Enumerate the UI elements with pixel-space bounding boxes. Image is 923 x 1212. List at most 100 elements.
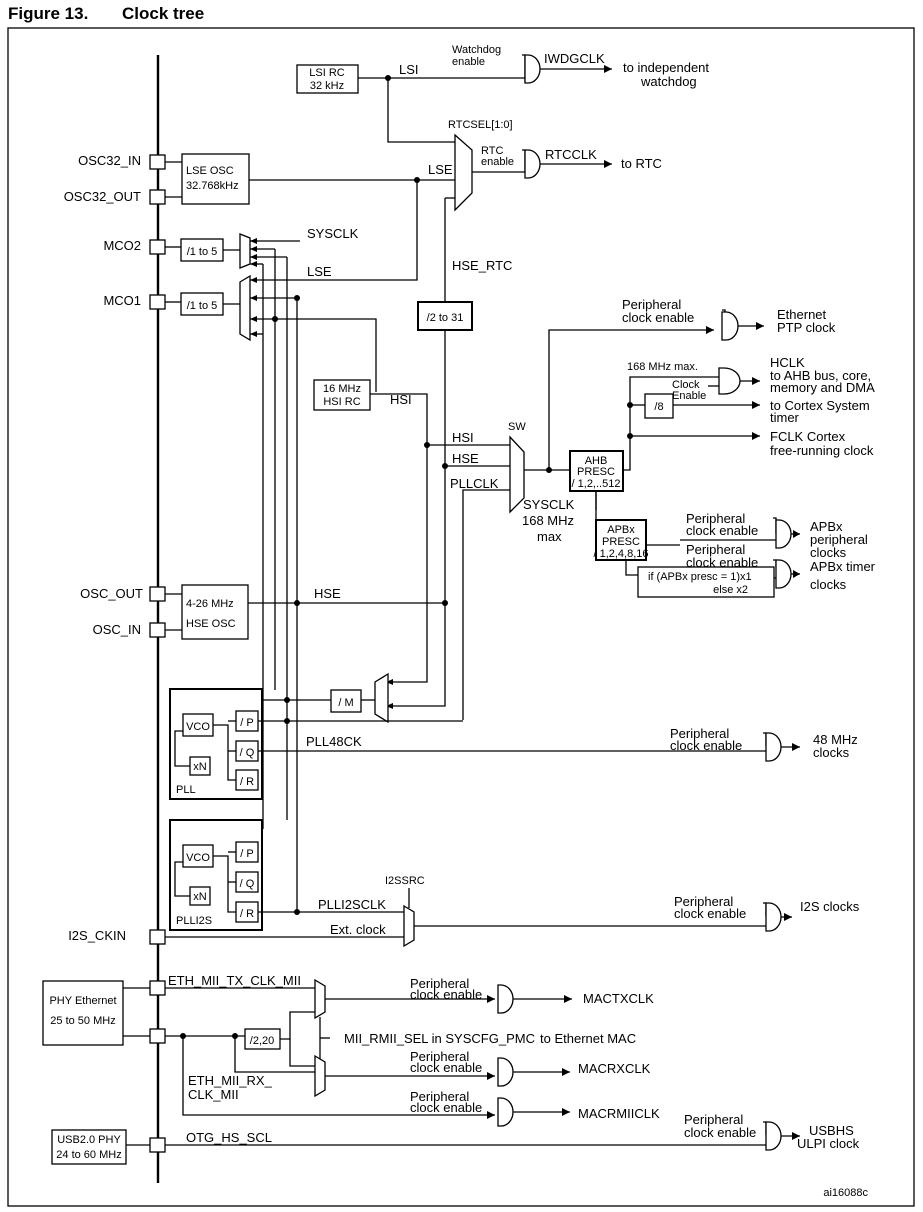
apbx-timer-destination: clocks [810, 577, 847, 592]
mco2-mux [239, 233, 251, 269]
apb-timer-enable-label: clock enable [686, 555, 758, 570]
divider-label: /2 to 31 [427, 312, 464, 324]
divider-label: / Q [240, 878, 255, 890]
signal-hse-sw: HSE [452, 451, 479, 466]
clock-enable-label: Enable [672, 390, 706, 402]
pin-label: I2S_CKIN [68, 928, 126, 943]
prescaler-label: /1 to 5 [187, 246, 218, 258]
usb-phy-freq: 24 to 60 MHz [56, 1149, 121, 1161]
ptp-destination: Ethernet [777, 307, 827, 322]
divider-label: /2,20 [250, 1035, 274, 1047]
ahb-label: / 1,2,..512 [572, 478, 621, 490]
iwdg-and-gate [524, 54, 541, 84]
watchdog-enable-label: enable [452, 56, 485, 68]
hclk-and-gate [718, 367, 741, 395]
apbx-peripheral-destination: clocks [810, 545, 847, 560]
pin-osc32-in: OSC32_IN [78, 153, 166, 170]
mco1-prescaler: /1 to 5 [180, 292, 224, 316]
ahb-label: AHB [585, 455, 608, 467]
usbhs-enable-label: Peripheral [684, 1112, 743, 1127]
hse-osc-block: 4-26 MHz HSE OSC [181, 584, 249, 640]
signal-sysclk: SYSCLK [307, 226, 359, 241]
rtc-enable-label: RTC [481, 145, 503, 157]
hsi-rc-name: HSI RC [323, 396, 360, 408]
mco2-prescaler: /1 to 5 [180, 238, 224, 262]
lsi-rc-name: LSI RC [309, 67, 345, 79]
pin-label: OSC32_OUT [64, 189, 141, 204]
rtcsel-label: RTCSEL[1:0] [448, 119, 513, 131]
main-pll-block: PLL VCO xN / P / Q / R [169, 688, 263, 800]
signal-hsi: HSI [390, 392, 412, 407]
macrx-enable-label: clock enable [410, 1060, 482, 1075]
i2ssrc-label: I2SSRC [385, 875, 425, 887]
ethernet-mac-destination: to Ethernet MAC [540, 1031, 636, 1046]
sw-label: SW [508, 421, 526, 433]
figure-code: ai16088c [823, 1187, 868, 1199]
apb-enable-label: clock enable [686, 523, 758, 538]
usb48-enable-label: Peripheral [670, 726, 729, 741]
pll-m-divider: / M [330, 689, 362, 713]
mii-divider: /2,20 [244, 1028, 281, 1050]
clk48-destination: clocks [813, 745, 850, 760]
mco1-mux [239, 274, 251, 342]
apbx-peripheral-destination: APBx [810, 519, 843, 534]
divider-label: / P [240, 717, 253, 729]
mactx-and-gate [497, 984, 514, 1014]
vco-label: VCO [186, 852, 210, 864]
systick-divider: /8 [644, 393, 674, 419]
macrmiiclk-destination: MACRMIICLK [578, 1106, 660, 1121]
ptp-enable-label: clock enable [622, 310, 694, 325]
apbx-timer-multiplier: if (APBx presc = 1)x1 else x2 [637, 566, 775, 598]
plli2s-label: PLLI2S [176, 915, 212, 927]
systick-destination: timer [770, 410, 800, 425]
pin-mco2: MCO2 [103, 238, 166, 255]
signal-eth-rx: ETH_MII_RX_ [188, 1073, 273, 1088]
iwdg-destination: watchdog [640, 74, 697, 89]
usbhs-and-gate [765, 1121, 782, 1151]
pll-label: PLL [176, 784, 196, 796]
pin-label: OSC_IN [93, 622, 141, 637]
eth-tx-mux [314, 978, 326, 1020]
hclk-destination: memory and DMA [770, 380, 875, 395]
apbx-label: PRESC [602, 536, 640, 548]
macrxclk-destination: MACRXCLK [578, 1061, 651, 1076]
signal-hse: HSE [314, 586, 341, 601]
figure-title: Clock tree [122, 4, 204, 23]
apb-timer-enable-label: Peripheral [686, 542, 745, 557]
signal-lse-mco1: LSE [307, 264, 332, 279]
usbhs-destination: USBHS [809, 1123, 854, 1138]
phy-ethernet-freq: 25 to 50 MHz [50, 1015, 115, 1027]
divider-label: / R [240, 908, 254, 920]
pin-label: OSC32_IN [78, 153, 141, 168]
signal-otg-hs-scl: OTG_HS_SCL [186, 1130, 272, 1145]
i2s-enable-label: clock enable [674, 906, 746, 921]
usb-phy-block: USB2.0 PHY 24 to 60 MHz [51, 1129, 127, 1165]
macrx-and-gate [497, 1057, 514, 1087]
signal-lsi: LSI [399, 62, 419, 77]
signal-hsi-sw: HSI [452, 430, 474, 445]
hse-osc-freq: 4-26 MHz [186, 598, 234, 610]
pin-eth-tx [149, 980, 166, 996]
system-clock-switch [509, 435, 525, 514]
hse-osc-name: HSE OSC [186, 618, 236, 630]
divider-label: / P [240, 848, 253, 860]
pin-osc-out: OSC_OUT [80, 586, 166, 602]
timer-multiplier-label: else x2 [713, 584, 748, 596]
apbx-peripheral-destination: peripheral [810, 532, 868, 547]
hclk-max-label: 168 MHz max. [627, 361, 698, 373]
fclk-destination: FCLK Cortex [770, 429, 846, 444]
rtc-enable-label: enable [481, 156, 514, 168]
signal-pllclk: PLLCLK [450, 476, 499, 491]
apbx-timer-destination: APBx timer [810, 559, 876, 574]
pll-source-mux [374, 672, 389, 724]
signal-rtcclk: RTCCLK [545, 147, 597, 162]
pin-usb-ulpi [149, 1137, 166, 1153]
rtcsel-mux [454, 133, 473, 212]
lse-osc-block: LSE OSC 32.768kHz [181, 153, 250, 205]
usbhs-destination: ULPI clock [797, 1136, 860, 1151]
fclk-destination: free-running clock [770, 443, 874, 458]
vco-label: VCO [186, 721, 210, 733]
pin-osc-in: OSC_IN [93, 622, 166, 638]
phy-ethernet-name: PHY Ethernet [49, 995, 116, 1007]
